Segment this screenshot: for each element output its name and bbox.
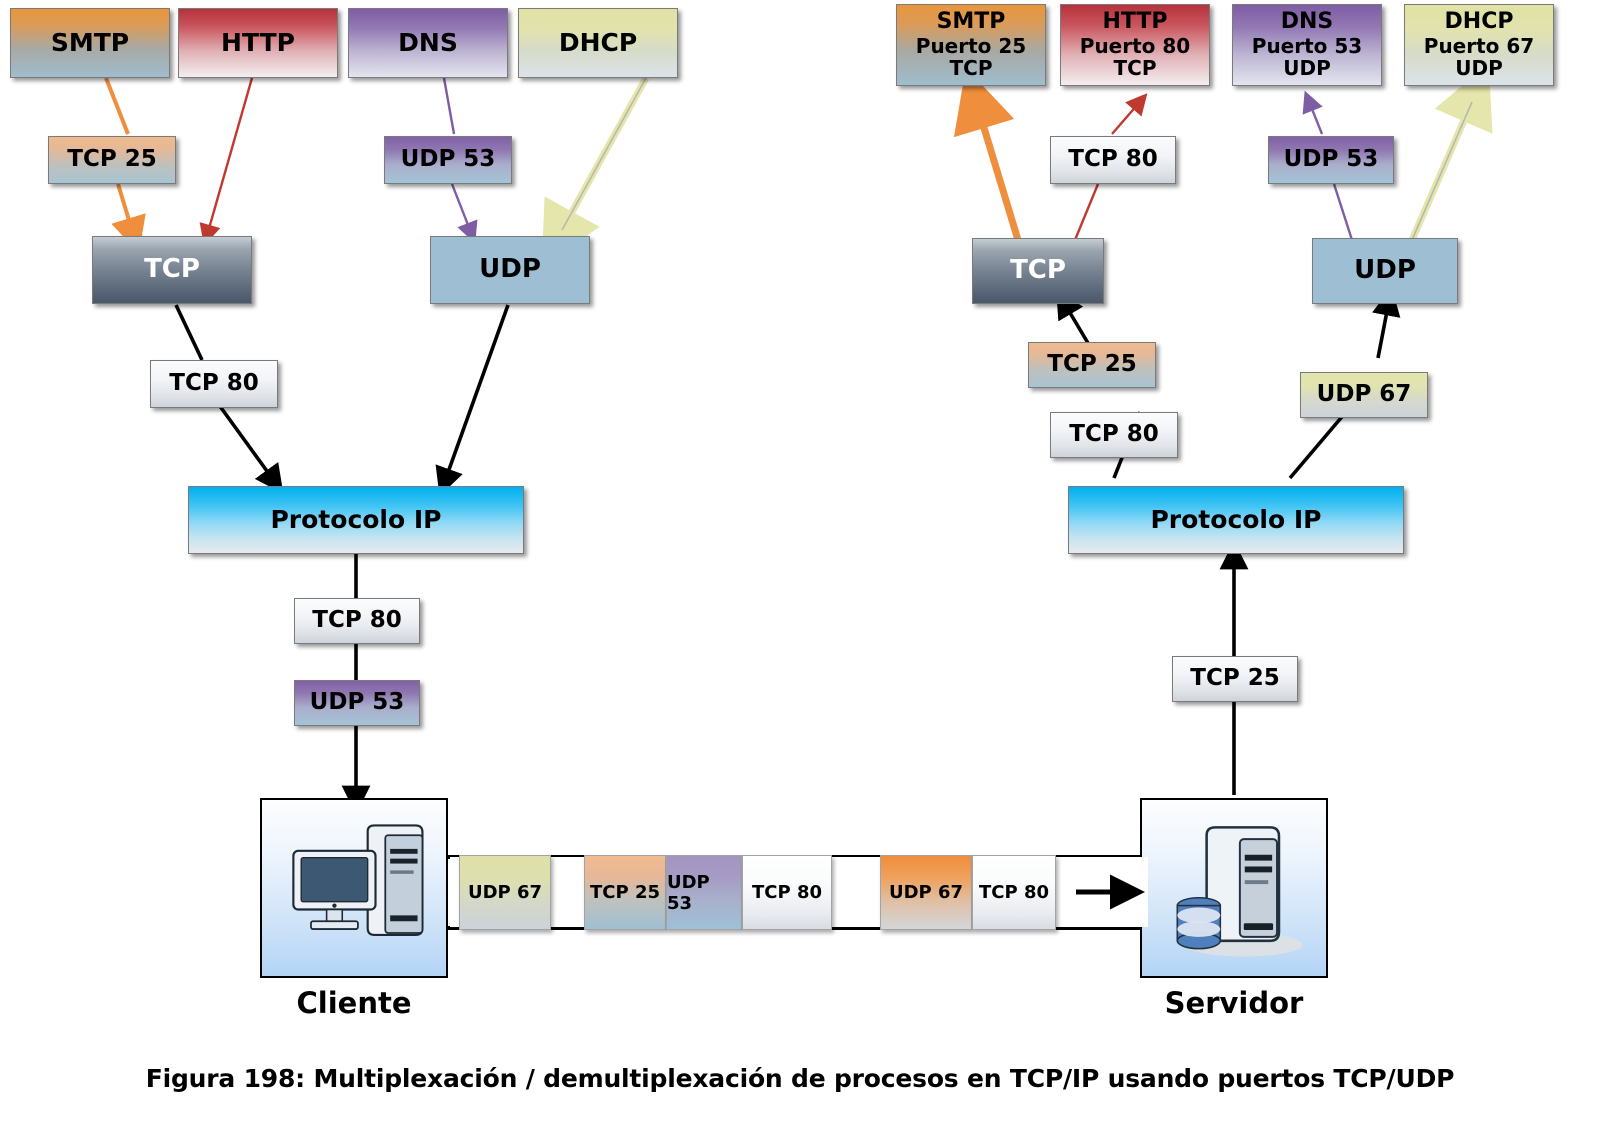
desktop-computer-icon: [292, 824, 424, 937]
server-app-dhcp[interactable]: DHCP Puerto 67 UDP: [1404, 4, 1554, 86]
server-app-smtp[interactable]: SMTP Puerto 25 TCP: [896, 4, 1046, 86]
packet-1-label: UDP 67: [467, 882, 543, 903]
server-tower-icon: [1176, 826, 1303, 957]
server-app-dns-port: Puerto 53: [1251, 33, 1363, 58]
packet-6[interactable]: TCP 80: [972, 855, 1056, 930]
server-app-http-port: Puerto 80: [1079, 33, 1191, 58]
packet-2[interactable]: TCP 25: [584, 855, 666, 930]
client-tag-tcp80-to-ip[interactable]: TCP 80: [150, 360, 278, 408]
client-app-dhcp[interactable]: DHCP: [518, 8, 678, 78]
server-transport-tag-udp67-label: UDP 67: [1316, 381, 1412, 408]
packet-4[interactable]: TCP 80: [742, 855, 832, 930]
client-tag-udp53[interactable]: UDP 53: [384, 136, 512, 184]
client-tag-udp53-label: UDP 53: [400, 146, 496, 173]
client-ipout-tag-udp53-label: UDP 53: [309, 689, 405, 716]
client-host[interactable]: [260, 798, 448, 978]
server-host[interactable]: [1140, 798, 1328, 978]
server-app-dns-proto: UDP: [1283, 56, 1331, 81]
server-app-dns-name: DNS: [1280, 9, 1334, 35]
server-app-tag-udp53[interactable]: UDP 53: [1268, 136, 1394, 184]
packet-4-label: TCP 80: [752, 882, 822, 903]
server-app-http-proto: TCP: [1113, 56, 1157, 81]
client-tag-tcp80-to-ip-label: TCP 80: [169, 370, 259, 397]
client-app-dhcp-label: DHCP: [558, 28, 638, 57]
server-app-tag-tcp80-label: TCP 80: [1068, 146, 1158, 173]
client-ip-protocol[interactable]: Protocolo IP: [188, 486, 524, 554]
client-app-dns[interactable]: DNS: [348, 8, 508, 78]
client-ipout-tag-udp53[interactable]: UDP 53: [294, 680, 420, 726]
server-ipin-tag-tcp25-label: TCP 25: [1190, 665, 1280, 692]
client-app-smtp[interactable]: SMTP: [10, 8, 170, 78]
client-app-http-label: HTTP: [221, 28, 295, 57]
server-transport-tcp-label: TCP: [1010, 255, 1066, 286]
client-ipout-tag-tcp80[interactable]: TCP 80: [294, 598, 420, 644]
server-ip-protocol-label: Protocolo IP: [1150, 505, 1322, 534]
server-app-http-name: HTTP: [1102, 9, 1168, 35]
server-transport-tcp[interactable]: TCP: [972, 238, 1104, 304]
client-transport-tcp[interactable]: TCP: [92, 236, 252, 304]
client-app-smtp-label: SMTP: [50, 28, 130, 57]
server-app-tag-udp53-label: UDP 53: [1283, 146, 1379, 173]
server-host-label: Servidor: [1164, 986, 1304, 1020]
server-app-http[interactable]: HTTP Puerto 80 TCP: [1060, 4, 1210, 86]
server-ip-protocol[interactable]: Protocolo IP: [1068, 486, 1404, 554]
server-transport-tag-tcp80[interactable]: TCP 80: [1050, 412, 1178, 458]
client-host-label: Cliente: [296, 986, 412, 1020]
packet-1[interactable]: UDP 67: [459, 855, 551, 930]
server-transport-tag-tcp25[interactable]: TCP 25: [1028, 342, 1156, 388]
client-app-dns-label: DNS: [398, 28, 458, 57]
server-transport-tag-tcp80-label: TCP 80: [1069, 421, 1159, 448]
server-app-dhcp-proto: UDP: [1455, 56, 1503, 81]
server-ipin-tag-tcp25[interactable]: TCP 25: [1172, 656, 1298, 702]
figure-caption: Figura 198: Multiplexación / demultiplex…: [145, 1064, 1455, 1093]
server-transport-tag-tcp25-label: TCP 25: [1047, 351, 1137, 378]
client-tag-tcp25[interactable]: TCP 25: [48, 136, 176, 184]
packet-5[interactable]: UDP 67: [880, 855, 972, 930]
client-app-http[interactable]: HTTP: [178, 8, 338, 78]
server-transport-udp-label: UDP: [1354, 255, 1416, 286]
server-app-dhcp-name: DHCP: [1444, 9, 1514, 35]
server-app-tag-tcp80[interactable]: TCP 80: [1050, 136, 1176, 184]
server-transport-udp[interactable]: UDP: [1312, 238, 1458, 304]
packet-2-label: TCP 25: [590, 882, 660, 903]
packet-5-label: UDP 67: [888, 882, 964, 903]
client-transport-tcp-label: TCP: [144, 254, 200, 285]
server-app-dns[interactable]: DNS Puerto 53 UDP: [1232, 4, 1382, 86]
server-transport-tag-udp67[interactable]: UDP 67: [1300, 372, 1428, 418]
server-app-smtp-port: Puerto 25: [915, 33, 1027, 58]
packet-6-label: TCP 80: [979, 882, 1049, 903]
server-app-dhcp-port: Puerto 67: [1423, 33, 1535, 58]
packet-3[interactable]: UDP 53: [666, 855, 742, 930]
packet-3-label: UDP 53: [667, 871, 710, 914]
client-ipout-tag-tcp80-label: TCP 80: [312, 607, 402, 634]
client-ip-protocol-label: Protocolo IP: [270, 505, 442, 534]
server-app-smtp-name: SMTP: [936, 9, 1006, 35]
client-transport-udp-label: UDP: [479, 254, 541, 285]
client-transport-udp[interactable]: UDP: [430, 236, 590, 304]
client-tag-tcp25-label: TCP 25: [67, 146, 157, 173]
server-app-smtp-proto: TCP: [949, 56, 993, 81]
